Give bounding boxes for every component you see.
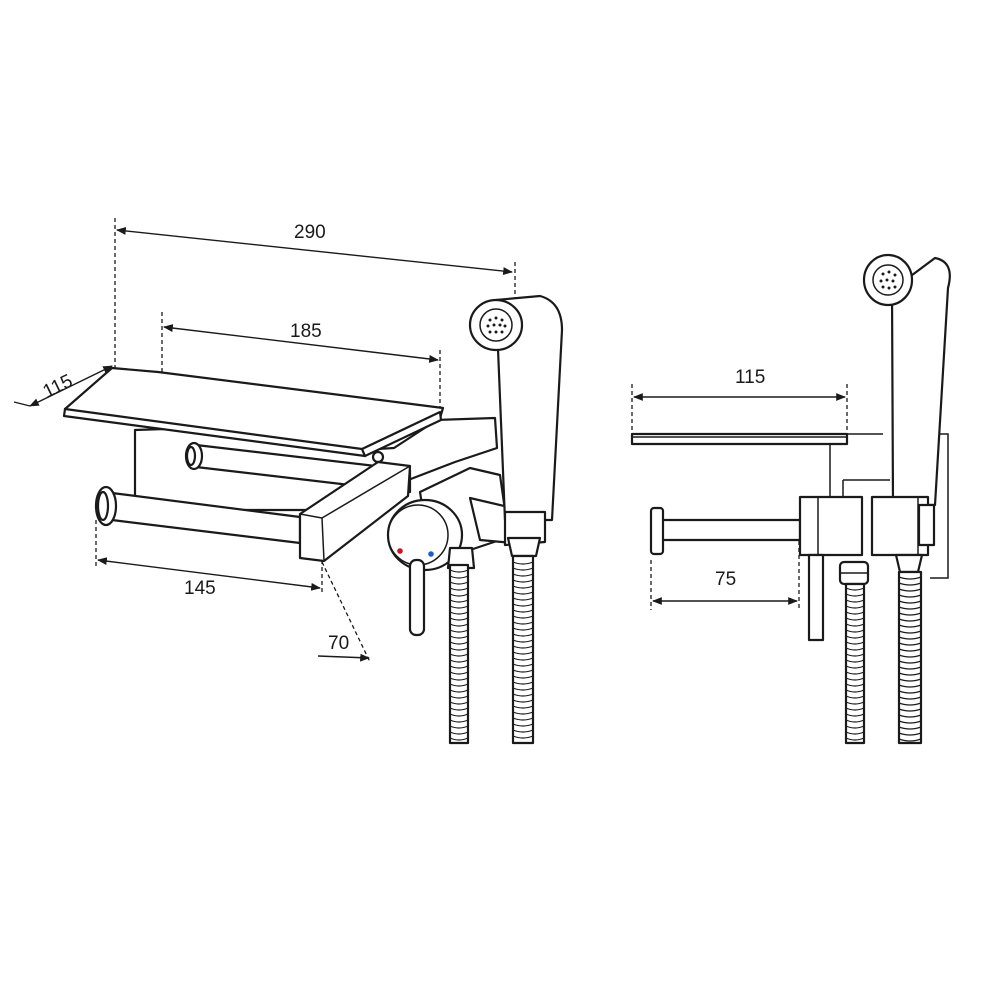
side-spray-nozzles <box>879 270 897 290</box>
dim-line-145 <box>97 557 321 591</box>
side-view: 115 75 <box>630 253 951 745</box>
mixer-lever[interactable] <box>408 558 426 637</box>
hand-shower <box>468 294 564 558</box>
roll-holder-arm <box>298 460 412 563</box>
side-hand-shower <box>862 253 951 574</box>
side-shelf <box>630 432 849 446</box>
cold-indicator-dot <box>428 551 434 557</box>
dim-line-70 <box>317 653 370 662</box>
side-hose-left <box>844 582 866 745</box>
hose-left <box>448 563 470 745</box>
dim-label-185: 185 <box>290 321 322 342</box>
dim-line-185 <box>163 324 439 363</box>
front-extension-lines <box>95 218 516 663</box>
side-hose-right <box>897 570 923 745</box>
front-dimension-lines <box>13 227 513 662</box>
lower-roll-bar <box>94 485 302 545</box>
dim-label-290: 290 <box>294 222 326 243</box>
dim-line-115-front <box>13 401 31 407</box>
side-wall-plate <box>829 433 949 579</box>
side-shower-body[interactable] <box>890 256 951 507</box>
side-connector <box>798 495 864 557</box>
dim-label-75: 75 <box>715 569 736 590</box>
dim-line-290 <box>116 227 513 275</box>
shelf-screw <box>371 450 385 464</box>
hand-shower-body[interactable] <box>494 294 564 522</box>
side-roll-bar <box>660 518 802 542</box>
dim-label-145: 145 <box>184 578 216 599</box>
dim-label-115-side: 115 <box>735 367 765 388</box>
hot-indicator-dot <box>397 548 403 554</box>
side-roll-cap <box>649 506 665 556</box>
hose-right <box>511 554 535 745</box>
front-view: 290 185 115 145 70 <box>13 218 564 745</box>
dim-label-70: 70 <box>328 633 349 654</box>
shower-holder <box>503 510 547 547</box>
spray-nozzles <box>486 316 507 334</box>
